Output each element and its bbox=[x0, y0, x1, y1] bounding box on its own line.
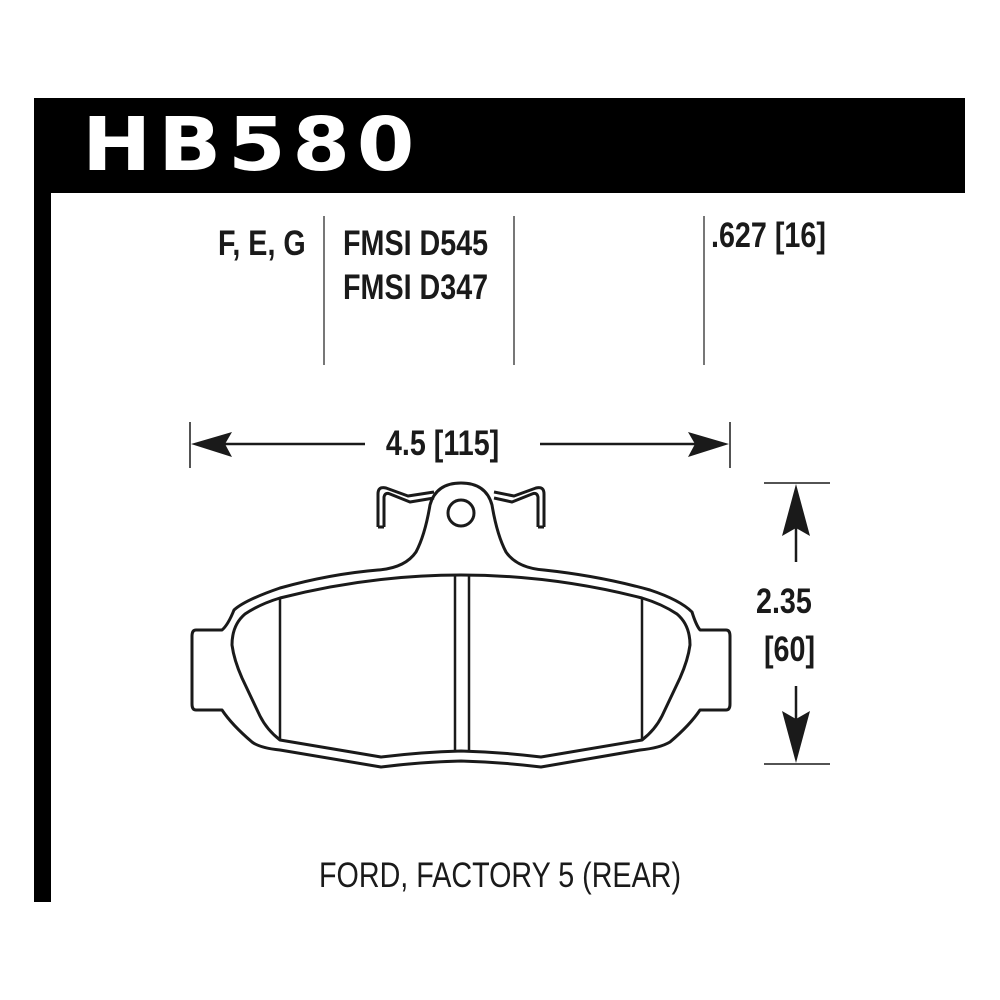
spec-divider-2 bbox=[513, 216, 515, 365]
height-dimension-arrow bbox=[764, 482, 830, 765]
compound-codes: F, E, G bbox=[218, 224, 306, 263]
vehicle-caption: FORD, FACTORY 5 (REAR) bbox=[319, 856, 682, 895]
spec-divider-1 bbox=[323, 216, 325, 365]
width-label: 4.5 [115] bbox=[381, 424, 505, 464]
fmsi-code-2: FMSI D347 bbox=[343, 268, 489, 307]
fmsi-code-1: FMSI D545 bbox=[343, 224, 489, 263]
brake-pad-shape bbox=[190, 481, 732, 769]
part-number-title: HB580 bbox=[82, 102, 422, 188]
spec-divider-3 bbox=[703, 216, 705, 365]
thickness-value: .627 [16] bbox=[711, 216, 826, 255]
header-bar bbox=[34, 98, 965, 193]
height-label-mm: [60] bbox=[764, 630, 816, 669]
height-label-inches: 2.35 bbox=[756, 582, 812, 621]
left-frame-bar bbox=[34, 98, 51, 902]
width-dimension-arrow bbox=[189, 422, 731, 468]
